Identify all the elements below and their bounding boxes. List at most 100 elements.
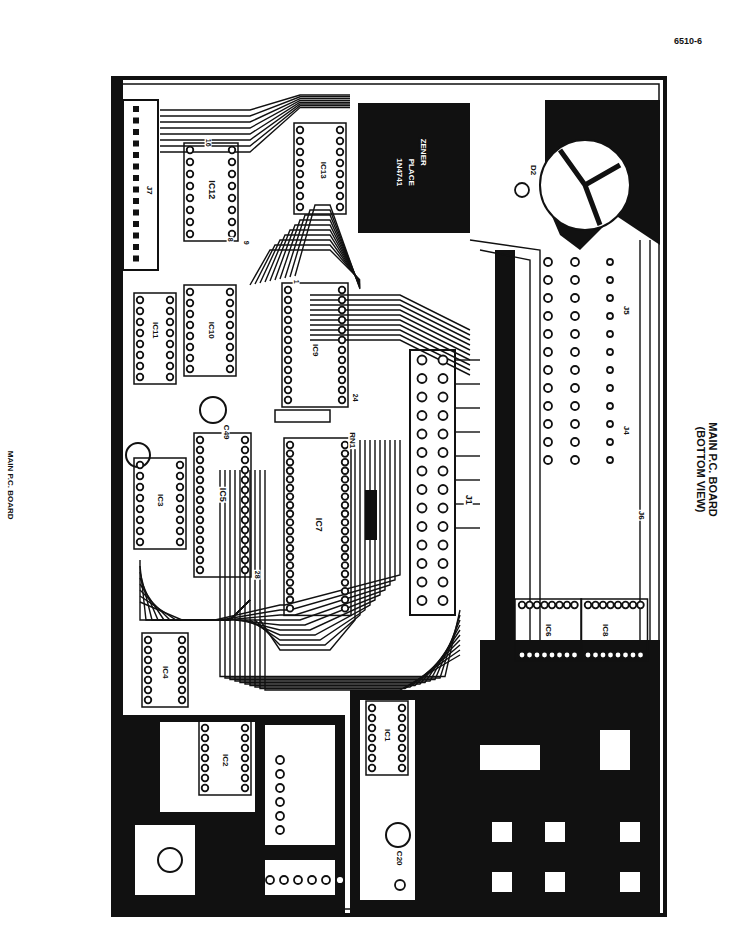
part-label: IC2 (221, 753, 229, 767)
solder-pad (297, 171, 304, 178)
solder-pad (418, 393, 427, 402)
solder-pad (145, 647, 152, 654)
solder-pad (137, 330, 144, 337)
solder-pad (600, 602, 607, 609)
solder-pad (418, 596, 427, 605)
solder-pad (439, 448, 448, 457)
solder-pad (242, 537, 249, 544)
trace (255, 470, 460, 687)
solder-pad (544, 384, 552, 392)
solder-pad (571, 258, 579, 266)
solder-pad (179, 667, 186, 674)
solder-pad (137, 473, 144, 480)
trace (220, 470, 460, 677)
component-area (265, 725, 335, 845)
solder-pad (177, 517, 184, 524)
solder-pad (197, 457, 204, 464)
solder-pad (285, 377, 292, 384)
part-label: J1 (463, 494, 472, 506)
connector-pin (133, 175, 139, 181)
solder-pad (607, 259, 613, 265)
solder-pad (145, 637, 152, 644)
solder-pad (544, 438, 552, 446)
solder-pad (607, 277, 613, 283)
solder-pad (615, 602, 622, 609)
ground-strip (495, 250, 515, 690)
solder-pad (227, 355, 234, 362)
solder-pad (544, 258, 552, 266)
solder-pad (276, 784, 284, 792)
solder-pad (276, 756, 284, 764)
solder-pad (177, 506, 184, 513)
part-label: IC3 (156, 493, 164, 507)
part-label: C49 (221, 424, 229, 441)
solder-pad (544, 366, 552, 374)
connector-pin (133, 198, 139, 204)
solder-pad (145, 657, 152, 664)
solder-pad (571, 420, 579, 428)
connector-pin (133, 210, 139, 216)
part-label: IC6 (544, 623, 552, 637)
solder-pad (534, 652, 541, 659)
solder-pad (145, 667, 152, 674)
solder-pad (297, 182, 304, 189)
solder-pad (342, 536, 349, 543)
solder-pad (297, 127, 304, 134)
solder-pad (342, 579, 349, 586)
solder-pad (337, 160, 344, 167)
part-label: 8 (226, 237, 233, 243)
solder-pad (177, 462, 184, 469)
ic-outline (284, 438, 351, 615)
trace (290, 210, 360, 288)
solder-pad (571, 312, 579, 320)
solder-pad (439, 596, 448, 605)
solder-pad (369, 725, 376, 732)
solder-pad (276, 812, 284, 820)
solder-pad (242, 557, 249, 564)
solder-pad (637, 652, 644, 659)
solder-pad (187, 147, 194, 154)
solder-pad (342, 476, 349, 483)
ic-outline (134, 458, 186, 549)
trace (455, 383, 480, 384)
solder-pad (418, 578, 427, 587)
solder-pad (167, 341, 174, 348)
trace (260, 440, 355, 650)
solder-pad (336, 876, 344, 884)
part-label: IC7 (313, 517, 322, 533)
connector-pin (133, 152, 139, 158)
solder-pad (229, 207, 236, 214)
solder-pad (197, 547, 204, 554)
solder-pad (342, 519, 349, 526)
trace (225, 440, 390, 620)
trace (265, 470, 460, 690)
capacitor-outline (386, 823, 410, 847)
solder-pad (242, 447, 249, 454)
solder-pad (337, 138, 344, 145)
solder-pad (571, 384, 579, 392)
capacitor-outline (158, 848, 182, 872)
part-label: IC9 (311, 343, 319, 357)
solder-pad (342, 528, 349, 535)
solder-pad (571, 652, 578, 659)
solder-pad (137, 517, 144, 524)
solder-pad (369, 705, 376, 712)
solder-pad (607, 652, 614, 659)
solder-pad (137, 319, 144, 326)
solder-pad (418, 430, 427, 439)
solder-pad (167, 319, 174, 326)
solder-pad (285, 397, 292, 404)
solder-pad (187, 183, 194, 190)
solder-pad (399, 705, 406, 712)
ic-outline (366, 701, 408, 775)
solder-pad (187, 311, 194, 318)
solder-pad (137, 297, 144, 304)
solder-pad (167, 297, 174, 304)
solder-pad (179, 677, 186, 684)
solder-pad (534, 602, 541, 609)
pad-group (133, 106, 648, 890)
solder-pad (287, 502, 294, 509)
solder-pad (285, 307, 292, 314)
trace (240, 440, 375, 630)
